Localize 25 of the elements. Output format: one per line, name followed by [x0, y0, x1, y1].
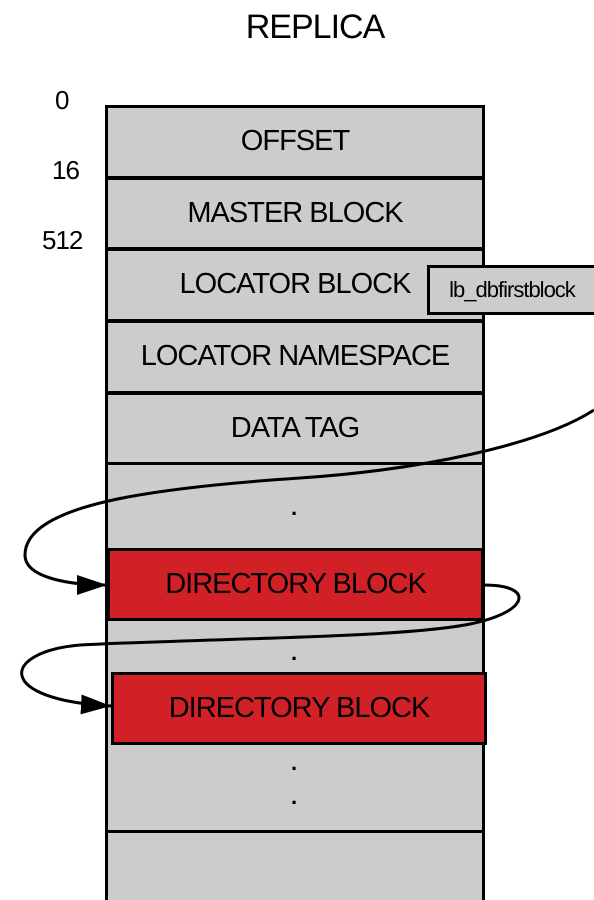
memory-block	[105, 320, 485, 394]
block-label: DATA TAG	[230, 412, 360, 444]
memory-block	[111, 672, 487, 745]
block-label: LOCATOR NAMESPACE	[140, 341, 450, 373]
block-label: DIRECTORY BLOCK	[168, 692, 430, 724]
block-label: DIRECTORY BLOCK	[165, 568, 426, 600]
ellipsis-dot: .	[291, 642, 298, 664]
offset-number: 512	[42, 225, 82, 256]
block-label: MASTER BLOCK	[187, 198, 403, 230]
memory-block	[105, 177, 485, 250]
offset-number: 16	[52, 155, 79, 186]
block-label: LOCATOR BLOCK	[180, 269, 410, 301]
curved-arrow	[24, 408, 594, 595]
memory-block	[105, 392, 485, 465]
memory-block	[107, 548, 484, 621]
ellipsis-dot: .	[291, 786, 298, 808]
field-name-tooltip	[427, 265, 594, 315]
offset-number: 0	[55, 85, 68, 116]
curved-arrow	[20, 584, 520, 714]
ellipsis-dot: .	[291, 752, 298, 774]
memory-block	[105, 105, 485, 179]
ellipsis-dot: .	[291, 497, 298, 519]
block-label: OFFSET	[240, 126, 350, 158]
field-name: lb_dbfirstblock	[449, 278, 575, 302]
diagram-title: REPLICA	[244, 8, 386, 47]
